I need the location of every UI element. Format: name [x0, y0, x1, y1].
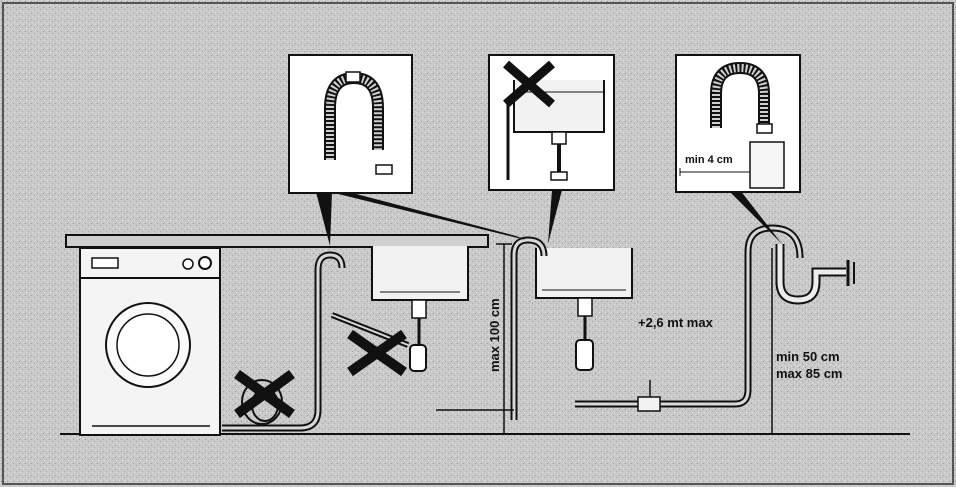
- callout-wrong-sink: [488, 54, 615, 191]
- hose-coupling: [637, 396, 661, 412]
- max-height-siphon-label: max 85 cm: [776, 366, 843, 381]
- callout-pointer-2: [548, 190, 562, 244]
- callout-pointer-1: [316, 192, 332, 246]
- sink-2: [535, 248, 633, 371]
- callout-hose-bend: [288, 54, 413, 194]
- max-height-dimension: max 100 cm: [487, 243, 512, 434]
- washing-machine: [79, 247, 221, 436]
- countertop: [65, 234, 489, 248]
- extension-label: +2,6 mt max: [638, 315, 714, 330]
- max-height-label: max 100 cm: [487, 298, 502, 372]
- callout-pointer-3: [728, 190, 782, 244]
- wrong-mark-icon: [347, 329, 407, 377]
- callout-pointer-1b: [318, 184, 526, 240]
- wrong-mark-icon: [234, 369, 295, 419]
- siphon-connection: [575, 224, 855, 434]
- wrong-mark-icon: [503, 60, 555, 108]
- min-gap-label: min 4 cm: [685, 154, 733, 166]
- sink-1: [330, 246, 469, 372]
- min-height-label: min 50 cm: [776, 349, 840, 364]
- callout-hose-hook: min 4 cm: [675, 54, 801, 193]
